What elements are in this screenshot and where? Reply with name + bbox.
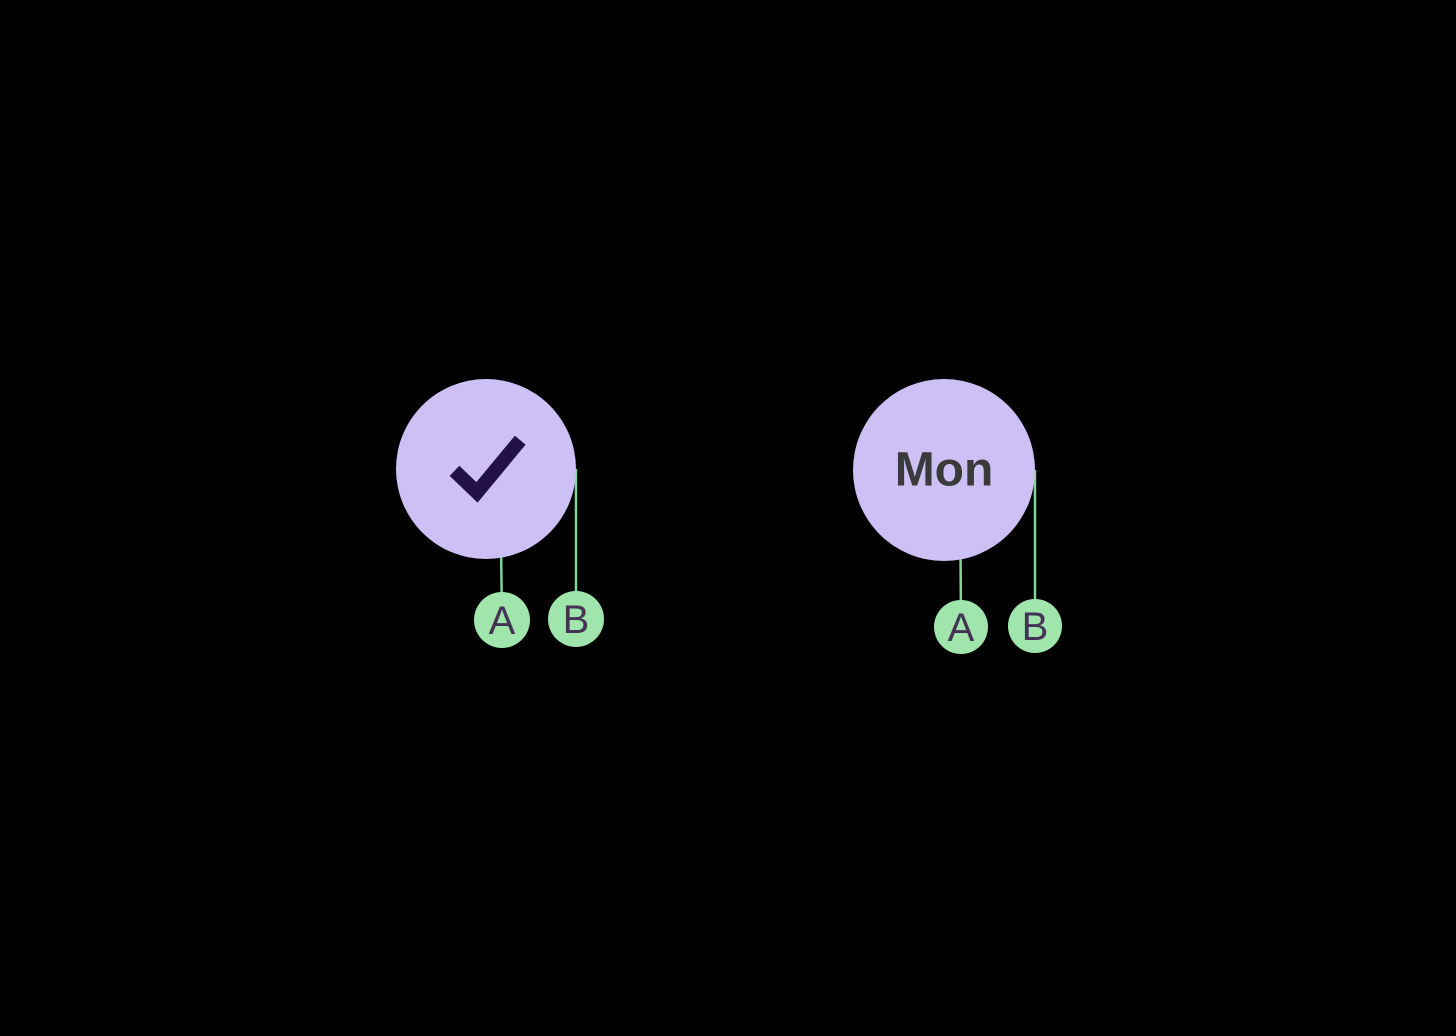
cluster-right-leaf-node-b-circle[interactable]: [1008, 599, 1062, 653]
cluster-left-leaf-node-a-circle[interactable]: [474, 592, 530, 648]
cluster-right-leaf-node-a[interactable]: A: [934, 600, 988, 654]
cluster-right-leaf-node-a-circle[interactable]: [934, 600, 988, 654]
cluster-right-parent-circle[interactable]: [853, 379, 1035, 561]
cluster-left-check-icon: [449, 435, 526, 503]
cluster-right-leaf-node-a-label: A: [948, 606, 975, 650]
cluster-right-parent-label: Mon: [895, 444, 994, 497]
cluster-left-checkmark-node[interactable]: [396, 379, 576, 559]
cluster-left-parent-circle[interactable]: [396, 379, 576, 559]
cluster-right-leaf-node-b[interactable]: B: [1008, 599, 1062, 653]
cluster-left-leaf-node-a[interactable]: A: [474, 592, 530, 648]
cluster-left-leaf-node-b-circle[interactable]: [548, 591, 604, 647]
cluster-left-leaf-node-a-label: A: [489, 599, 516, 643]
cluster-left-leaf-node-b-label: B: [563, 598, 590, 642]
cluster-right-mon-node[interactable]: Mon: [853, 379, 1035, 561]
cluster-left-leaf-node-b[interactable]: B: [548, 591, 604, 647]
cluster-right-leaf-node-b-label: B: [1022, 605, 1049, 649]
